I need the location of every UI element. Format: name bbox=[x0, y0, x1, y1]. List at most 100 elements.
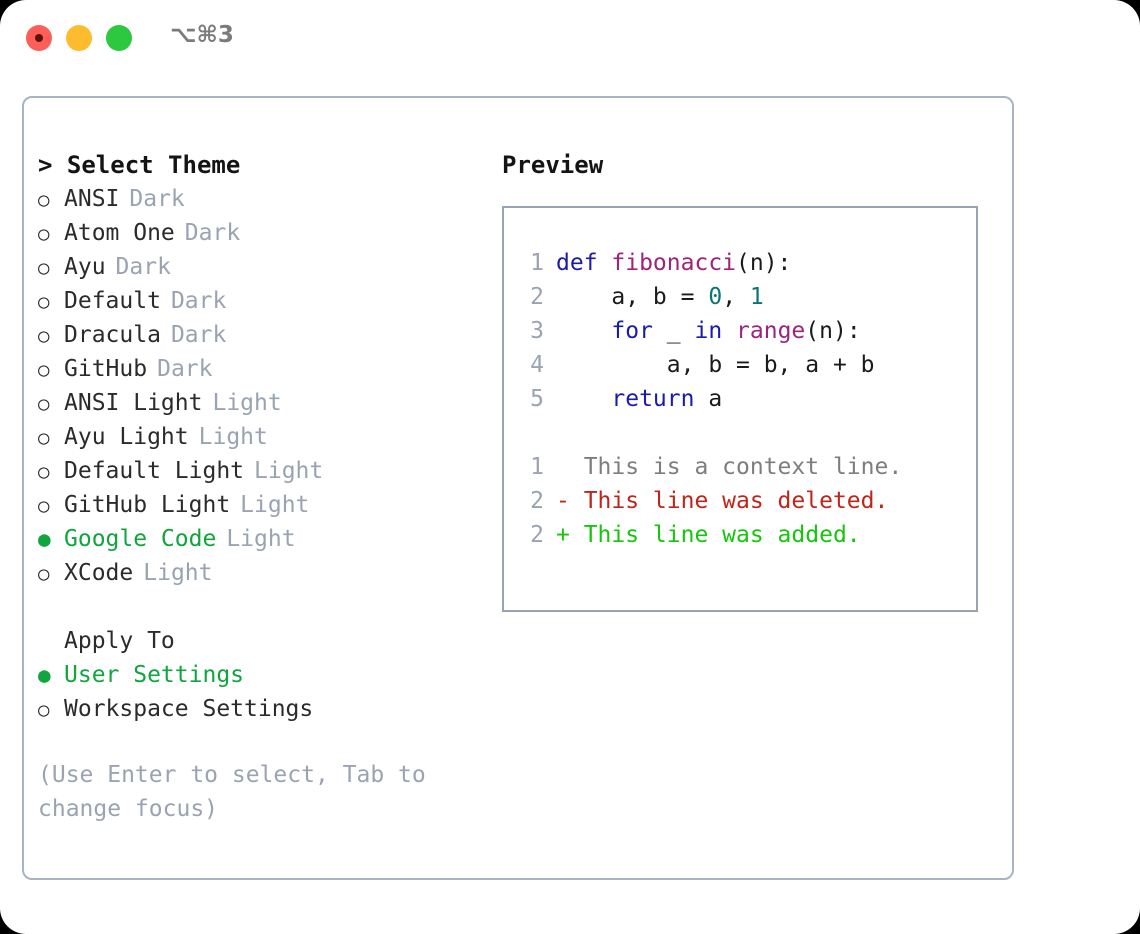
theme-option-variant: Light bbox=[254, 458, 324, 484]
code-token-kw: return bbox=[611, 386, 695, 412]
preview-title: Preview bbox=[502, 151, 604, 179]
theme-option-name: GitHub Light bbox=[64, 492, 231, 518]
theme-option-variant: Light bbox=[143, 560, 213, 586]
close-icon[interactable] bbox=[26, 25, 52, 51]
theme-option[interactable]: ● Google Code Light bbox=[38, 522, 478, 556]
radio-unselected-icon: ○ bbox=[38, 393, 50, 415]
apply-to-option[interactable]: ●User Settings bbox=[38, 658, 478, 692]
theme-option-variant: Dark bbox=[129, 186, 185, 212]
theme-option-name: GitHub bbox=[64, 356, 148, 382]
diff-sample: 1 This is a context line. 2 - This line wa… bbox=[518, 450, 976, 552]
theme-option-name: ANSI Light bbox=[64, 390, 203, 416]
theme-option-name: Default bbox=[64, 288, 161, 314]
diff-line: 1 This is a context line. bbox=[518, 450, 976, 484]
theme-option-name: Ayu bbox=[64, 254, 106, 280]
theme-option[interactable]: ○ ANSI Dark bbox=[38, 182, 478, 216]
theme-option-variant: Dark bbox=[157, 356, 213, 382]
theme-option-variant: Dark bbox=[170, 288, 227, 314]
theme-option-name: ANSI bbox=[64, 186, 120, 212]
diff-line-text: + This line was added. bbox=[556, 522, 861, 548]
code-line: 4 a, b = b, a + b bbox=[518, 348, 976, 382]
radio-unselected-icon: ○ bbox=[38, 257, 50, 279]
code-token-fn: range bbox=[736, 318, 806, 344]
code-token-pl: (n): bbox=[736, 250, 792, 276]
code-line-number: 4 bbox=[530, 352, 544, 378]
list-spacer bbox=[38, 590, 478, 624]
radio-unselected-icon: ○ bbox=[38, 189, 50, 211]
code-diff-gap bbox=[518, 416, 976, 450]
diff-line-text: - This line was deleted. bbox=[556, 488, 889, 514]
code-line-number: 5 bbox=[530, 386, 544, 412]
theme-option-name: Default Light bbox=[64, 458, 245, 484]
diff-line-text: This is a context line. bbox=[556, 454, 903, 480]
theme-option-variant: Light bbox=[240, 492, 310, 518]
code-token-kw: def bbox=[556, 250, 612, 276]
theme-option[interactable]: ○ XCode Light bbox=[38, 556, 478, 590]
code-token-pl bbox=[722, 318, 736, 344]
theme-option-name: Google Code bbox=[64, 526, 217, 552]
traffic-light-buttons bbox=[26, 25, 132, 51]
theme-option-name: Atom One bbox=[64, 220, 175, 246]
radio-unselected-icon: ○ bbox=[38, 427, 50, 449]
theme-option-name: XCode bbox=[64, 560, 134, 586]
minimize-icon[interactable] bbox=[66, 25, 92, 51]
theme-option[interactable]: ○ Dracula Dark bbox=[38, 318, 478, 352]
radio-unselected-icon: ○ bbox=[38, 325, 50, 347]
theme-option-name: Ayu Light bbox=[64, 424, 189, 450]
code-token-num: 0 bbox=[708, 284, 723, 310]
theme-option-variant: Light bbox=[212, 390, 282, 416]
theme-option-variant: Dark bbox=[170, 322, 227, 348]
code-token-pl bbox=[556, 318, 611, 344]
code-line: 3 for _ in range(n): bbox=[518, 314, 976, 348]
radio-selected-icon: ● bbox=[38, 527, 51, 551]
theme-option-name: Dracula bbox=[64, 322, 161, 348]
maximize-icon[interactable] bbox=[106, 25, 132, 51]
code-line-text: for _ in range(n): bbox=[556, 314, 860, 348]
code-line-number: 2 bbox=[530, 284, 544, 310]
code-line-text: return a bbox=[556, 382, 722, 416]
theme-option[interactable]: ○ Ayu Dark bbox=[38, 250, 478, 284]
radio-unselected-icon: ○ bbox=[38, 461, 50, 483]
code-token-kw: for bbox=[611, 318, 653, 344]
code-token-pl: a, b = b, a + b bbox=[556, 352, 875, 378]
code-token-kw: in bbox=[694, 318, 723, 344]
code-line-text: a, b = 0, 1 bbox=[556, 280, 764, 314]
theme-option[interactable]: ○ Ayu Light Light bbox=[38, 420, 478, 454]
apply-to-list: ●User Settings○Workspace Settings bbox=[38, 658, 478, 726]
code-token-fn: fibonacci bbox=[611, 250, 737, 276]
code-token-pl: _ bbox=[652, 318, 695, 344]
theme-option-variant: Light bbox=[198, 424, 268, 450]
code-token-num: 1 bbox=[749, 284, 764, 310]
theme-option[interactable]: ○ Default Light Light bbox=[38, 454, 478, 488]
radio-unselected-icon: ○ bbox=[38, 563, 50, 585]
code-line: 2 a, b = 0, 1 bbox=[518, 280, 976, 314]
apply-to-option[interactable]: ○Workspace Settings bbox=[38, 692, 478, 726]
apply-to-option-name: Workspace Settings bbox=[64, 696, 314, 722]
theme-option[interactable]: ○ ANSI Light Light bbox=[38, 386, 478, 420]
title-bar: ⌥⌘3 bbox=[0, 0, 1140, 78]
diff-line: 2 - This line was deleted. bbox=[518, 484, 976, 518]
shortcut-label: ⌥⌘3 bbox=[170, 22, 234, 48]
radio-unselected-icon: ○ bbox=[38, 495, 50, 517]
code-line-text: a, b = b, a + b bbox=[556, 348, 875, 382]
theme-option-variant: Dark bbox=[115, 254, 171, 280]
keyboard-hint: (Use Enter to select, Tab to change focu… bbox=[38, 762, 426, 822]
diff-line: 2+ This line was added. bbox=[518, 518, 976, 552]
theme-option-variant: Light bbox=[226, 526, 296, 552]
code-line-number: 3 bbox=[530, 318, 544, 344]
diff-line-number: 2 bbox=[530, 488, 544, 514]
theme-option[interactable]: ○ GitHub Light Light bbox=[38, 488, 478, 522]
apply-to-title: Apply To bbox=[64, 628, 175, 654]
apply-to-option-name: User Settings bbox=[64, 662, 245, 688]
code-line-text: def fibonacci(n): bbox=[556, 246, 791, 280]
